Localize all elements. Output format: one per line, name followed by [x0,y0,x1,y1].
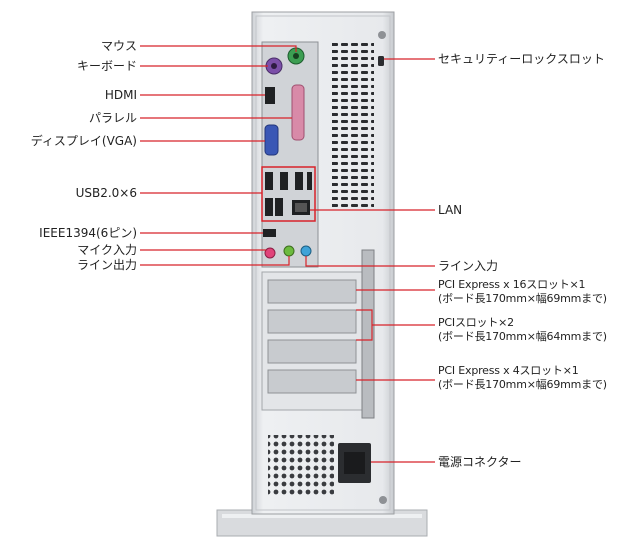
usb-port-4 [307,172,312,190]
label-mic: マイク入力 [40,244,137,257]
usb-port-5 [265,198,273,216]
vga-port [265,125,278,155]
hdmi-port [265,87,275,104]
label-hdmi: HDMI [40,89,137,102]
usb-port-1 [265,172,273,190]
usb-port-2 [280,172,288,190]
slot-cover-1 [268,280,356,303]
line-in-jack [301,246,311,256]
label-lan: LAN [438,204,462,217]
slot-cover-4 [268,370,356,393]
label-pcie16-note: (ボード長170mm×幅69mmまで) [438,292,607,305]
usb-port-6 [275,198,283,216]
label-line-in: ライン入力 [438,260,498,273]
label-parallel: パラレル [40,112,137,125]
label-pci-note: (ボード長170mm×幅64mmまで) [438,330,607,343]
slot-cover-2 [268,310,356,333]
label-pcie4-note: (ボード長170mm×幅69mmまで) [438,378,607,391]
label-power-connector: 電源コネクター [438,456,522,469]
label-pcie4: PCI Express x 4スロット×1 [438,364,579,377]
label-pcie16: PCI Express x 16スロット×1 [438,278,585,291]
ieee1394-port [263,229,276,237]
mic-jack [265,248,275,258]
security-slot [378,56,384,66]
label-pci: PCIスロット×2 [438,316,514,329]
psu-fan-grill [268,435,334,497]
label-security-slot: セキュリティーロックスロット [438,53,605,66]
exhaust-grill [332,40,374,210]
usb-port-3 [295,172,303,190]
label-line-out: ライン出力 [40,259,137,272]
label-mouse: マウス [40,40,137,53]
label-vga: ディスプレイ(VGA) [10,135,137,148]
slot-cover-3 [268,340,356,363]
parallel-port [292,85,304,140]
label-keyboard: キーボード [40,60,137,73]
line-out-jack [284,246,294,256]
label-usb: USB2.0×6 [40,187,137,200]
label-ieee1394: IEEE1394(6ピン) [10,227,137,240]
